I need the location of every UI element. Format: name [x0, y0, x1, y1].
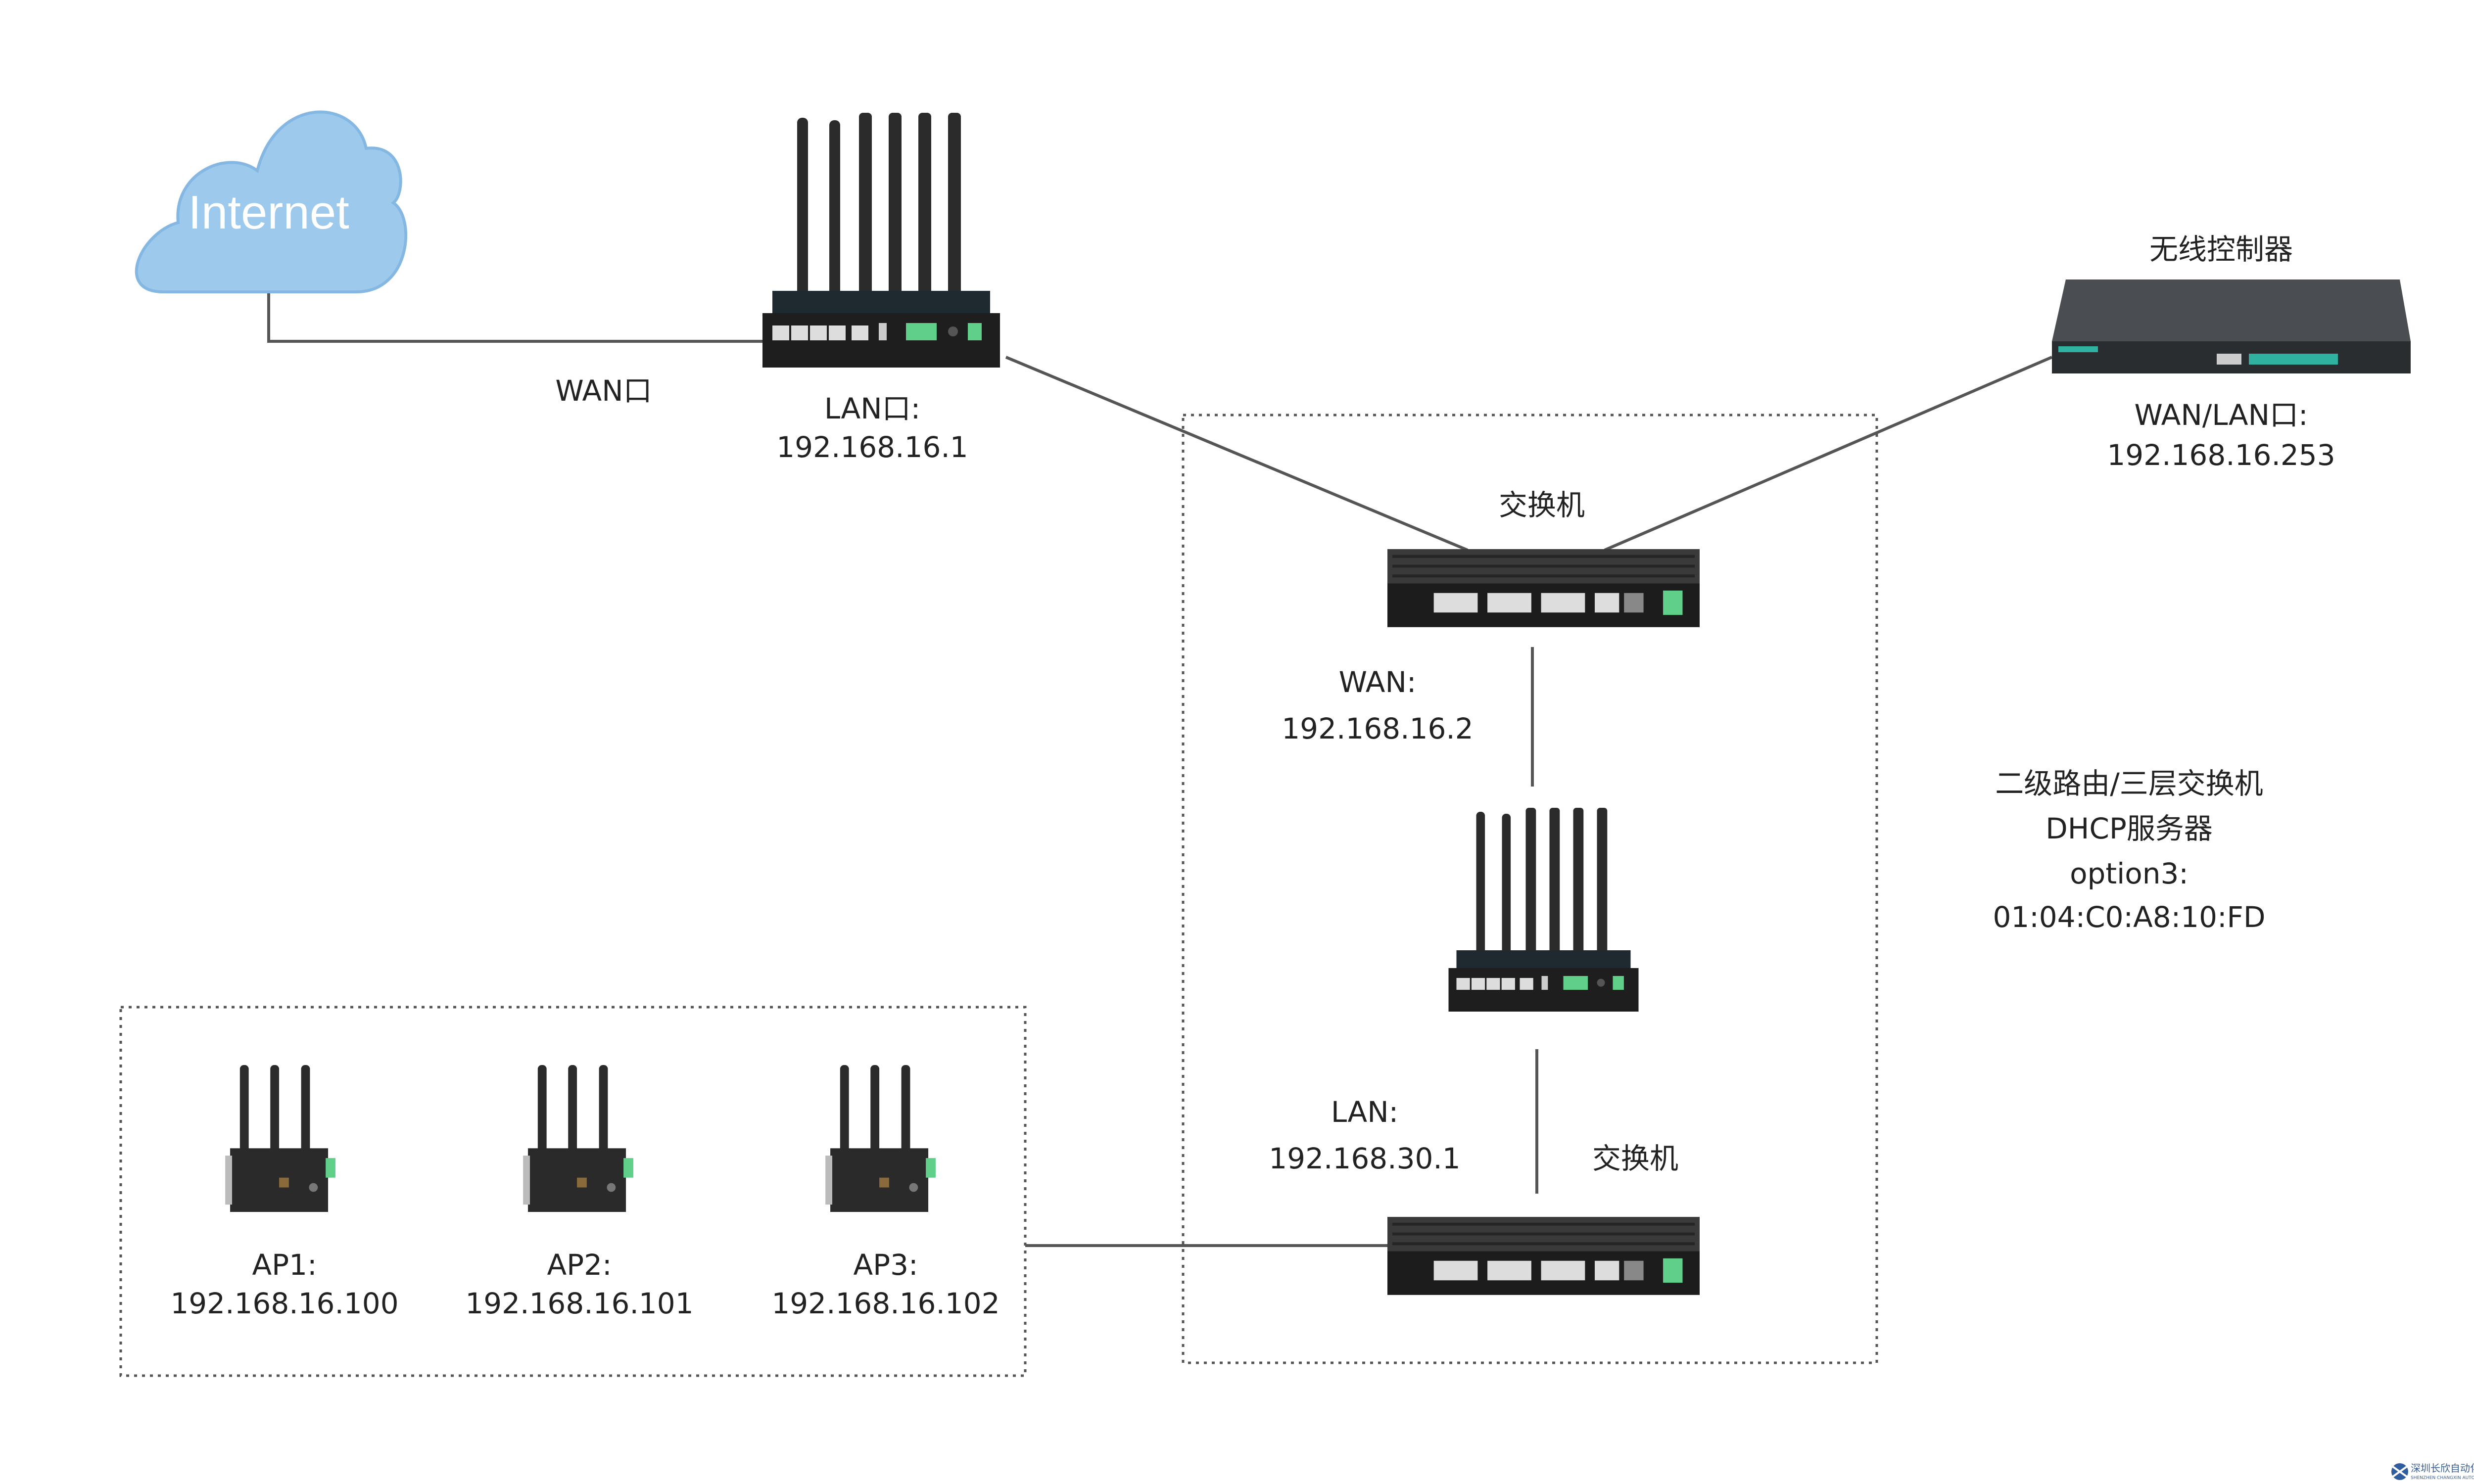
dhcp-note-line3: option3: — [2070, 857, 2189, 890]
watermark-cn: 深圳长欣自动化设备有限公司 — [2411, 1462, 2474, 1474]
dhcp-note-line1: 二级路由/三层交换机 — [1995, 767, 2263, 800]
second-router-lan-ip: 192.168.30.1 — [1269, 1142, 1460, 1175]
second-router-lan-label: LAN: — [1331, 1095, 1398, 1129]
wireless-controller-device — [2052, 279, 2411, 373]
bottom-switch-device — [1387, 1217, 1700, 1295]
bottom-switch-title: 交换机 — [1592, 1142, 1678, 1175]
ap-group-box — [119, 1006, 1027, 1377]
second-router-wan-ip: 192.168.16.2 — [1282, 712, 1473, 745]
ap1-name: AP1: — [252, 1248, 317, 1282]
dhcp-note-line2: DHCP服务器 — [2046, 812, 2213, 845]
internet-cloud: Internet — [135, 110, 407, 293]
company-watermark: 深圳长欣自动化设备有限公司 SHENZHEN CHANGXIN AUTOMATI… — [2391, 1462, 2474, 1481]
subnet-group-box — [1182, 414, 1878, 1364]
main-router-ip: 192.168.16.1 — [776, 430, 968, 464]
ap2-device — [523, 1065, 633, 1212]
wan-port-label: WAN口 — [555, 374, 652, 408]
watermark-en: SHENZHEN CHANGXIN AUTOMATION EQUIPMENT C… — [2411, 1476, 2474, 1481]
second-router-device — [1448, 808, 1639, 1012]
dhcp-note-line4: 01:04:C0:A8:10:FD — [1993, 900, 2265, 934]
dhcp-note: 二级路由/三层交换机 DHCP服务器 option3: 01:04:C0:A8:… — [1993, 767, 2265, 934]
lan-port-label: LAN口: — [824, 392, 920, 425]
router-to-switch-link — [1005, 356, 1469, 552]
internet-label: Internet — [188, 186, 349, 239]
top-switch-title: 交换机 — [1499, 488, 1585, 522]
top-switch-device — [1387, 549, 1700, 627]
ap1-device — [225, 1065, 335, 1212]
controller-port-label: WAN/LAN口: — [2134, 398, 2308, 432]
ap1-ip: 192.168.16.100 — [170, 1287, 398, 1320]
controller-to-switch-link — [1604, 356, 2053, 552]
ap3-ip: 192.168.16.102 — [771, 1287, 999, 1320]
controller-ip: 192.168.16.253 — [2107, 438, 2335, 472]
main-router-device — [762, 113, 1000, 368]
ap2-ip: 192.168.16.101 — [465, 1287, 693, 1320]
wan-link — [267, 289, 764, 343]
ap2-name: AP2: — [547, 1248, 612, 1282]
ap3-device — [825, 1065, 936, 1212]
second-router-wan-label: WAN: — [1339, 665, 1417, 699]
controller-title: 无线控制器 — [2149, 232, 2293, 266]
ap3-name: AP3: — [853, 1248, 918, 1282]
